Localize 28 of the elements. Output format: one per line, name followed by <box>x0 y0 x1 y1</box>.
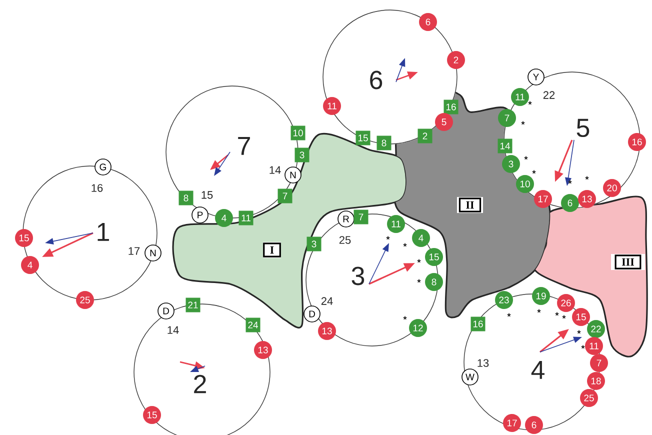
side-number: 16 <box>92 184 103 192</box>
region-label: III <box>614 254 642 270</box>
numbered-square: 8 <box>376 136 392 150</box>
numbered-square: 3 <box>306 236 322 252</box>
circle-number: 6 <box>370 70 382 90</box>
numbered-square: 11 <box>238 210 254 226</box>
numbered-square: 3 <box>294 148 310 162</box>
circle-number: 5 <box>576 118 590 138</box>
side-number: 22 <box>543 91 555 99</box>
numbered-square: 21 <box>186 298 200 312</box>
circle-number: 7 <box>238 137 250 155</box>
side-number: 15 <box>202 191 213 199</box>
circle-number: 3 <box>352 266 364 286</box>
side-number: 24 <box>321 297 333 305</box>
side-number: 25 <box>339 236 351 244</box>
circle-number: 1 <box>98 223 109 241</box>
side-number: 14 <box>270 166 281 174</box>
numbered-square: 7 <box>278 188 292 204</box>
numbered-square: 24 <box>246 318 260 332</box>
side-number: 17 <box>128 247 140 255</box>
circle-number: 2 <box>194 374 206 394</box>
circle-number: 4 <box>531 361 544 379</box>
region-label: II <box>458 198 482 212</box>
numbered-square: 7 <box>354 210 368 224</box>
numbered-square: 10 <box>290 126 306 140</box>
side-number: 13 <box>478 359 489 367</box>
side-number: 14 <box>168 326 179 334</box>
region-label: I <box>263 242 281 258</box>
